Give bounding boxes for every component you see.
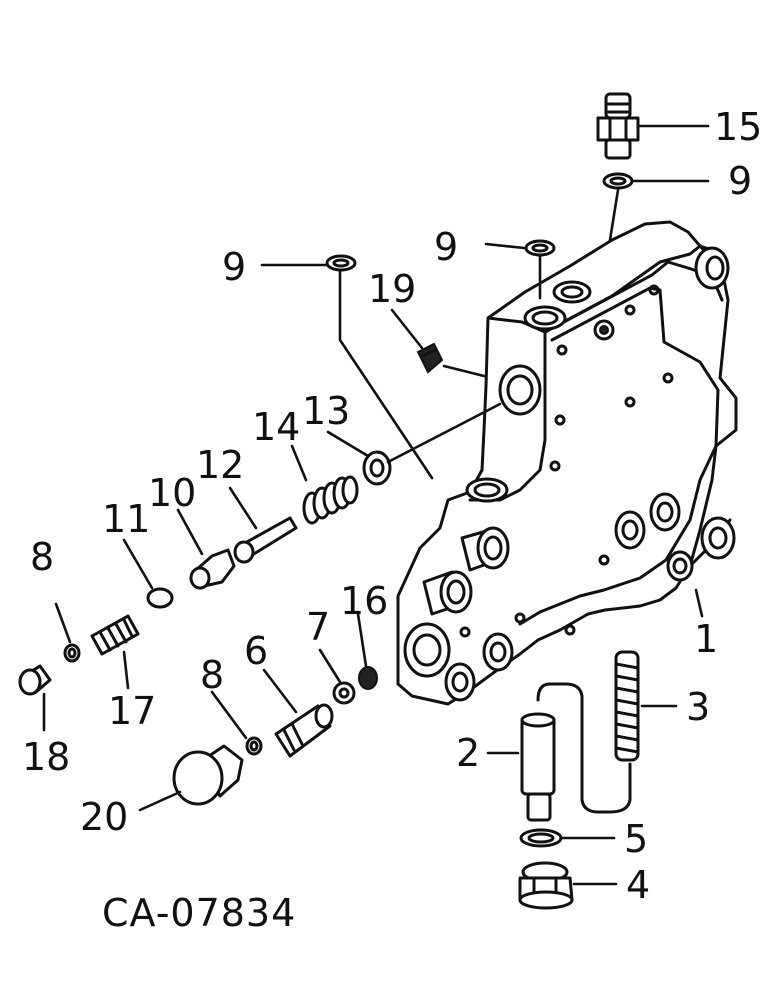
part-3-spring: [614, 650, 640, 762]
callout-9-top: 9: [728, 159, 752, 203]
part-6-spool: [274, 703, 334, 758]
callout-6: 6: [244, 629, 268, 673]
callout-14: 14: [252, 405, 300, 449]
callout-16: 16: [340, 579, 388, 623]
callout-3: 3: [686, 685, 710, 729]
part-12-stem: [233, 516, 298, 564]
part-20-cap: [172, 744, 244, 806]
part-17-spring: [90, 614, 140, 656]
callout-19: 19: [368, 267, 416, 311]
part-2-piston: [520, 712, 556, 822]
callout-8-left: 8: [30, 535, 54, 579]
callout-17: 17: [108, 689, 156, 733]
part-18-plug: [18, 664, 52, 696]
part-19-plug: [416, 342, 444, 374]
callout-5: 5: [624, 817, 648, 861]
part-15-fitting: [596, 92, 640, 160]
callout-4: 4: [626, 863, 650, 907]
part-8-washer-left: [63, 643, 81, 663]
part-14-spring: [302, 475, 359, 525]
part-7-washer: [332, 681, 356, 705]
callout-20: 20: [80, 795, 128, 839]
callout-1: 1: [694, 617, 718, 661]
callout-2: 2: [456, 731, 480, 775]
part-16-ring: [358, 666, 378, 690]
figure-code: CA-07834: [102, 891, 296, 935]
callout-labels: 15 9 9 9 19 13 14 12 10 11 8 16 7 6 8 17…: [22, 105, 762, 907]
callout-11: 11: [102, 497, 150, 541]
callout-15: 15: [714, 105, 762, 149]
callout-9-mid: 9: [434, 225, 458, 269]
callout-9-left: 9: [222, 245, 246, 289]
part-8-washer-mid: [245, 736, 263, 756]
callout-10: 10: [148, 471, 196, 515]
part-4-plug: [518, 861, 574, 910]
leader-lines: [42, 124, 710, 886]
callout-7: 7: [306, 605, 330, 649]
part-9-washer-left: [325, 254, 357, 272]
callout-18: 18: [22, 735, 70, 779]
part-13-washer: [362, 450, 392, 486]
part-5-oring: [519, 828, 563, 848]
part-10-valve: [189, 548, 236, 590]
callout-8-mid: 8: [200, 653, 224, 697]
part-11-ball: [146, 587, 174, 609]
callout-12: 12: [196, 443, 244, 487]
callout-13: 13: [302, 389, 350, 433]
part-9-washer-top: [602, 172, 634, 190]
valve-housing: [396, 220, 738, 706]
assembly-link-line: [536, 682, 632, 814]
part-9-washer-mid: [524, 239, 556, 257]
